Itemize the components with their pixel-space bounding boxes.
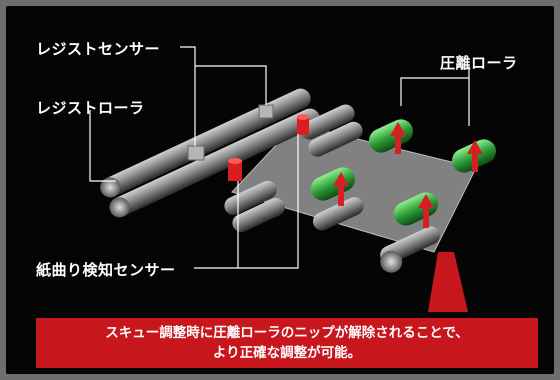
roller-diagram xyxy=(89,46,496,312)
green-roller-3 xyxy=(311,167,355,201)
arrow-up-1 xyxy=(390,122,406,154)
arrow-up-3 xyxy=(333,172,349,206)
regist-sensor-box-2 xyxy=(258,104,274,119)
regist-roller-long xyxy=(100,88,320,218)
gray-roller-bottom xyxy=(380,226,440,273)
leader-lines xyxy=(89,46,470,269)
gray-roller-top xyxy=(300,104,363,157)
regist-roller-label: レジストローラ xyxy=(36,99,145,117)
regist-sensor-box-1 xyxy=(187,145,205,161)
diagram-panel: レジストセンサー レジストローラ 圧離ローラ 紙曲り検知センサー スキュー調整時… xyxy=(6,6,554,374)
arrow-up-2 xyxy=(467,140,483,172)
regist-sensor-label: レジストセンサー xyxy=(36,40,161,58)
paper-curl-sensor-label: 紙曲り検知センサー xyxy=(36,261,176,279)
callout-box: スキュー調整時に圧離ローラのニップが解除されることで、 より正確な調整が可能。 xyxy=(36,318,538,368)
callout-line-1: スキュー調整時に圧離ローラのニップが解除されることで、 xyxy=(105,325,469,341)
callout-pointer xyxy=(428,252,468,312)
callout-line-2: より正確な調整が可能。 xyxy=(212,345,362,361)
separation-roller-label: 圧離ローラ xyxy=(440,54,518,72)
arrow-up-4 xyxy=(418,194,434,228)
gray-roller-front xyxy=(312,197,364,231)
curl-sensor-right xyxy=(297,114,309,135)
curl-sensor-left xyxy=(228,158,242,181)
